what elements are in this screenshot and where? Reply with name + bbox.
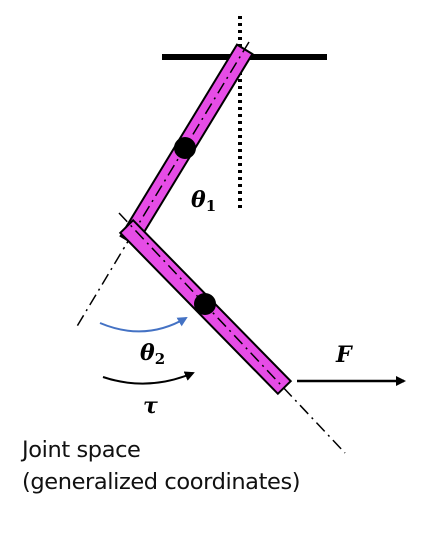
theta2-label: θ2: [140, 340, 165, 368]
torque-arrow: [102, 371, 195, 385]
theta1-label: θ1: [191, 187, 216, 215]
tau-label: τ: [143, 393, 158, 419]
link1-extension-line: [75, 232, 134, 329]
caption-line-1: Joint space: [22, 437, 141, 463]
force-label: F: [335, 342, 353, 368]
theta2-arrow: [99, 316, 188, 333]
caption: Joint space (generalized coordinates): [22, 434, 301, 498]
link2-centerline: [118, 212, 346, 454]
caption-line-2: (generalized coordinates): [22, 469, 301, 495]
link2-center-of-mass: [194, 293, 216, 315]
link1-center-of-mass: [174, 137, 196, 159]
